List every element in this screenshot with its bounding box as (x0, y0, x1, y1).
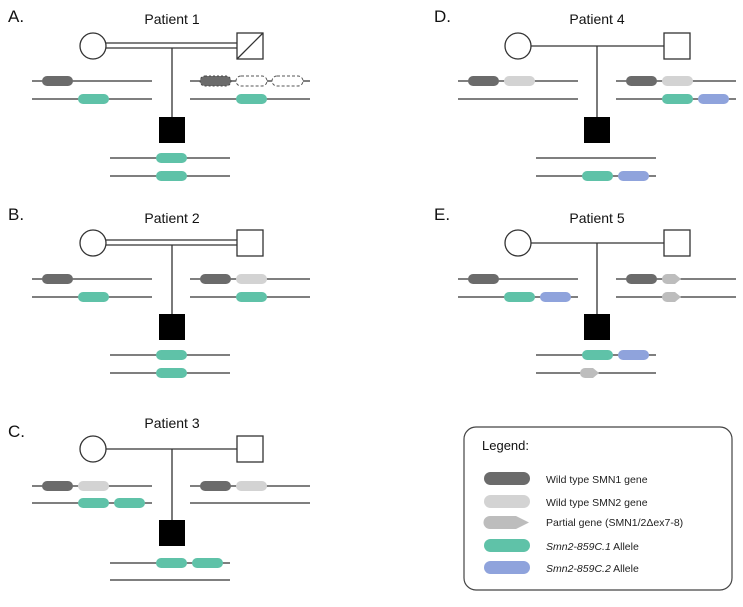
panel-letter: D. (434, 7, 451, 26)
affected-child-square (584, 117, 610, 143)
wt-smn1-gene (468, 76, 499, 86)
panel-patient-1: A. Patient 1 (8, 7, 310, 181)
wt-smn1-gene (626, 274, 657, 284)
panel-title: Patient 1 (144, 11, 199, 27)
father-square (236, 435, 264, 463)
partial-gene (662, 274, 681, 284)
wt-smn2-gene (662, 76, 693, 86)
father-square (663, 32, 691, 60)
panel-letter: E. (434, 205, 450, 224)
c2-allele-gene (540, 292, 571, 302)
legend-label-wt-smn2: Wild type SMN2 gene (546, 497, 648, 509)
panel-patient-3: C. Patient 3 (8, 415, 310, 581)
legend: Legend: Wild type SMN1 gene Wild type SM… (463, 426, 733, 591)
wt-smn1-gene (200, 481, 231, 491)
legend-swatch-wt-smn2 (484, 495, 530, 508)
panel-title: Patient 2 (144, 210, 199, 226)
legend-label-c2-rest: Allele (611, 563, 639, 575)
panel-title: Patient 3 (144, 415, 199, 431)
legend-label-c2-italic: Smn2-859C.2 (546, 563, 611, 575)
c1-allele-gene (236, 292, 267, 302)
legend-swatch-c1 (484, 539, 530, 552)
c1-allele-gene (78, 94, 109, 104)
legend-swatch-c2 (484, 561, 530, 574)
legend-swatch-partial (483, 516, 529, 529)
c1-allele-gene (156, 350, 187, 360)
mother-circle (79, 435, 107, 463)
c1-allele-gene (78, 292, 109, 302)
legend-box (463, 426, 733, 591)
c1-allele-gene (582, 171, 613, 181)
mother-circle (504, 229, 532, 257)
affected-child-square (159, 117, 185, 143)
panel-patient-2: B. Patient 2 (8, 205, 310, 378)
affected-child-square (584, 314, 610, 340)
deleted-gene (271, 75, 304, 87)
panel-letter: A. (8, 7, 24, 26)
wt-smn1-gene (200, 274, 231, 284)
deceased-slash (236, 32, 264, 60)
c1-allele-gene (662, 94, 693, 104)
affected-child-square (159, 314, 185, 340)
panel-patient-5: E. Patient 5 (434, 205, 736, 378)
c2-allele-gene (618, 171, 649, 181)
legend-label-c1-italic: Smn2-859C.1 (546, 541, 611, 553)
wt-smn2-gene (504, 76, 535, 86)
panel-title: Patient 5 (569, 210, 624, 226)
c1-allele-gene (156, 558, 187, 568)
c1-allele-gene (582, 350, 613, 360)
partial-gene (662, 292, 681, 302)
wt-smn1-gene (42, 76, 73, 86)
wt-smn1-gene (42, 274, 73, 284)
c1-allele-gene (114, 498, 145, 508)
mother-circle (79, 229, 107, 257)
c1-allele-gene (156, 368, 187, 378)
legend-title: Legend: (482, 438, 529, 453)
c1-allele-gene (156, 153, 187, 163)
panel-letter: B. (8, 205, 24, 224)
c2-allele-gene (698, 94, 729, 104)
wt-smn1-gene-deleted (199, 75, 232, 87)
wt-smn2-gene (236, 274, 267, 284)
legend-label-c1-rest: Allele (611, 541, 639, 553)
c2-allele-gene (618, 350, 649, 360)
legend-label-wt-smn1: Wild type SMN1 gene (546, 474, 648, 486)
wt-smn2-gene (78, 481, 109, 491)
c1-allele-gene (504, 292, 535, 302)
father-square (663, 229, 691, 257)
c1-allele-gene (78, 498, 109, 508)
wt-smn1-gene (42, 481, 73, 491)
father-square (236, 229, 264, 257)
c1-allele-gene (192, 558, 223, 568)
mother-circle (504, 32, 532, 60)
c1-allele-gene (156, 171, 187, 181)
c1-allele-gene (236, 94, 267, 104)
partial-gene (580, 368, 599, 378)
wt-smn1-gene (626, 76, 657, 86)
panel-patient-4: D. Patient 4 (434, 7, 736, 181)
deleted-gene (235, 75, 268, 87)
mother-circle (79, 32, 107, 60)
wt-smn1-gene (468, 274, 499, 284)
legend-label-c2: Smn2-859C.2 Allele (546, 563, 639, 575)
legend-label-partial: Partial gene (SMN1/2Δex7-8) (546, 517, 683, 529)
legend-label-c1: Smn2-859C.1 Allele (546, 541, 639, 553)
legend-swatch-wt-smn1 (484, 472, 530, 485)
wt-smn2-gene (236, 481, 267, 491)
affected-child-square (159, 520, 185, 546)
panel-title: Patient 4 (569, 11, 624, 27)
panel-letter: C. (8, 422, 25, 441)
